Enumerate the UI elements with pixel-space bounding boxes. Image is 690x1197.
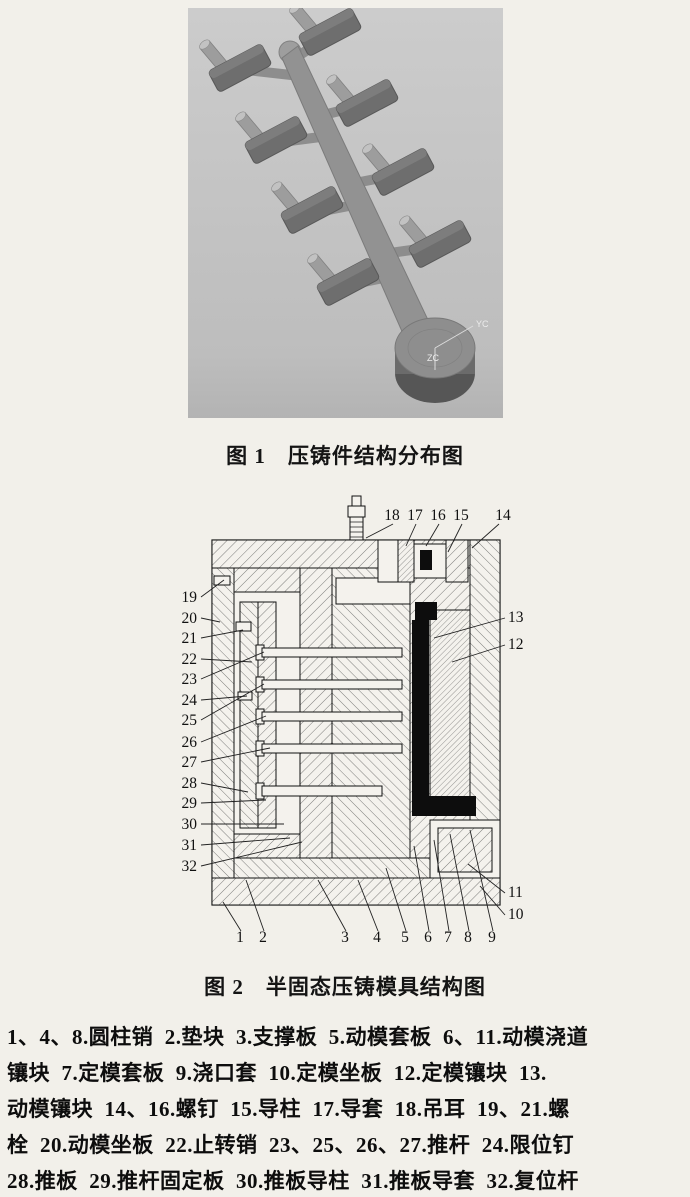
callout-10: 10	[508, 906, 524, 923]
callout-17: 17	[407, 507, 423, 524]
callout-22: 22	[182, 651, 198, 668]
legend-line-1: 1、4、8.圆柱销 2.垫块 3.支撑板 5.动模套板 6、11.动模浇道	[7, 1025, 589, 1049]
figure2-image: 18 17 16 15 14 19 20 21 22 23 24 25 26 2…	[0, 490, 690, 960]
callout-19: 19	[182, 589, 198, 606]
callout-12: 12	[508, 636, 524, 653]
callout-25: 25	[182, 712, 198, 729]
callout-18: 18	[384, 507, 400, 524]
parts-legend: 1、4、8.圆柱销 2.垫块 3.支撑板 5.动模套板 6、11.动模浇道 镶块…	[7, 1019, 685, 1197]
callout-27: 27	[182, 754, 198, 771]
legend-line-5: 28.推板 29.推杆固定板 30.推板导柱 31.推板导套 32.复位杆	[7, 1169, 579, 1193]
callout-20: 20	[182, 610, 198, 627]
legend-line-4: 栓 20.动模坐板 22.止转销 23、25、26、27.推杆 24.限位钉	[7, 1133, 574, 1157]
callout-9: 9	[488, 929, 496, 946]
casting-3d-render: YC ZC	[188, 3, 503, 418]
casting-silhouette	[412, 602, 476, 816]
legend-line-2: 镶块 7.定模套板 9.浇口套 10.定模坐板 12.定模镶块 13.	[7, 1061, 547, 1085]
ejector-pins	[255, 644, 403, 800]
callout-6: 6	[424, 929, 432, 946]
biscuit-cylinder: YC ZC	[394, 317, 489, 403]
callout-8: 8	[464, 929, 472, 946]
callout-29: 29	[182, 795, 198, 812]
callout-28: 28	[182, 775, 198, 792]
callout-26: 26	[182, 734, 198, 751]
callout-14: 14	[495, 507, 511, 524]
axis-label-zc: ZC	[427, 353, 439, 363]
cast-part-blocks	[199, 3, 472, 306]
callout-13: 13	[508, 609, 524, 626]
callout-21: 21	[182, 630, 198, 647]
callout-32: 32	[182, 858, 198, 875]
callout-numbers: 18 17 16 15 14 19 20 21 22 23 24 25 26 2…	[182, 507, 524, 946]
callout-24: 24	[182, 692, 198, 709]
callout-5: 5	[401, 929, 409, 946]
figure1-caption: 图 1 压铸件结构分布图	[226, 444, 464, 468]
callout-7: 7	[444, 929, 452, 946]
lifting-eye-bolt	[347, 495, 366, 541]
guide-pillar-assembly	[377, 539, 469, 583]
callout-15: 15	[453, 507, 469, 524]
callout-1: 1	[236, 929, 244, 946]
callout-31: 31	[182, 837, 198, 854]
figure2-caption: 图 2 半固态压铸模具结构图	[204, 975, 486, 999]
callout-2: 2	[259, 929, 267, 946]
leader-lines	[200, 523, 506, 932]
callout-30: 30	[182, 816, 198, 833]
callout-11: 11	[508, 884, 523, 901]
mold-drawing	[211, 495, 501, 906]
mold-section-drawing: 18 17 16 15 14 19 20 21 22 23 24 25 26 2…	[182, 495, 524, 946]
callout-4: 4	[373, 929, 381, 946]
callout-16: 16	[430, 507, 446, 524]
callout-23: 23	[182, 671, 198, 688]
callout-3: 3	[341, 929, 349, 946]
axis-label-yc: YC	[476, 319, 489, 329]
legend-line-3: 动模镶块 14、16.螺钉 15.导柱 17.导套 18.吊耳 19、21.螺	[7, 1097, 570, 1121]
figure1-image: YC ZC	[188, 3, 503, 418]
